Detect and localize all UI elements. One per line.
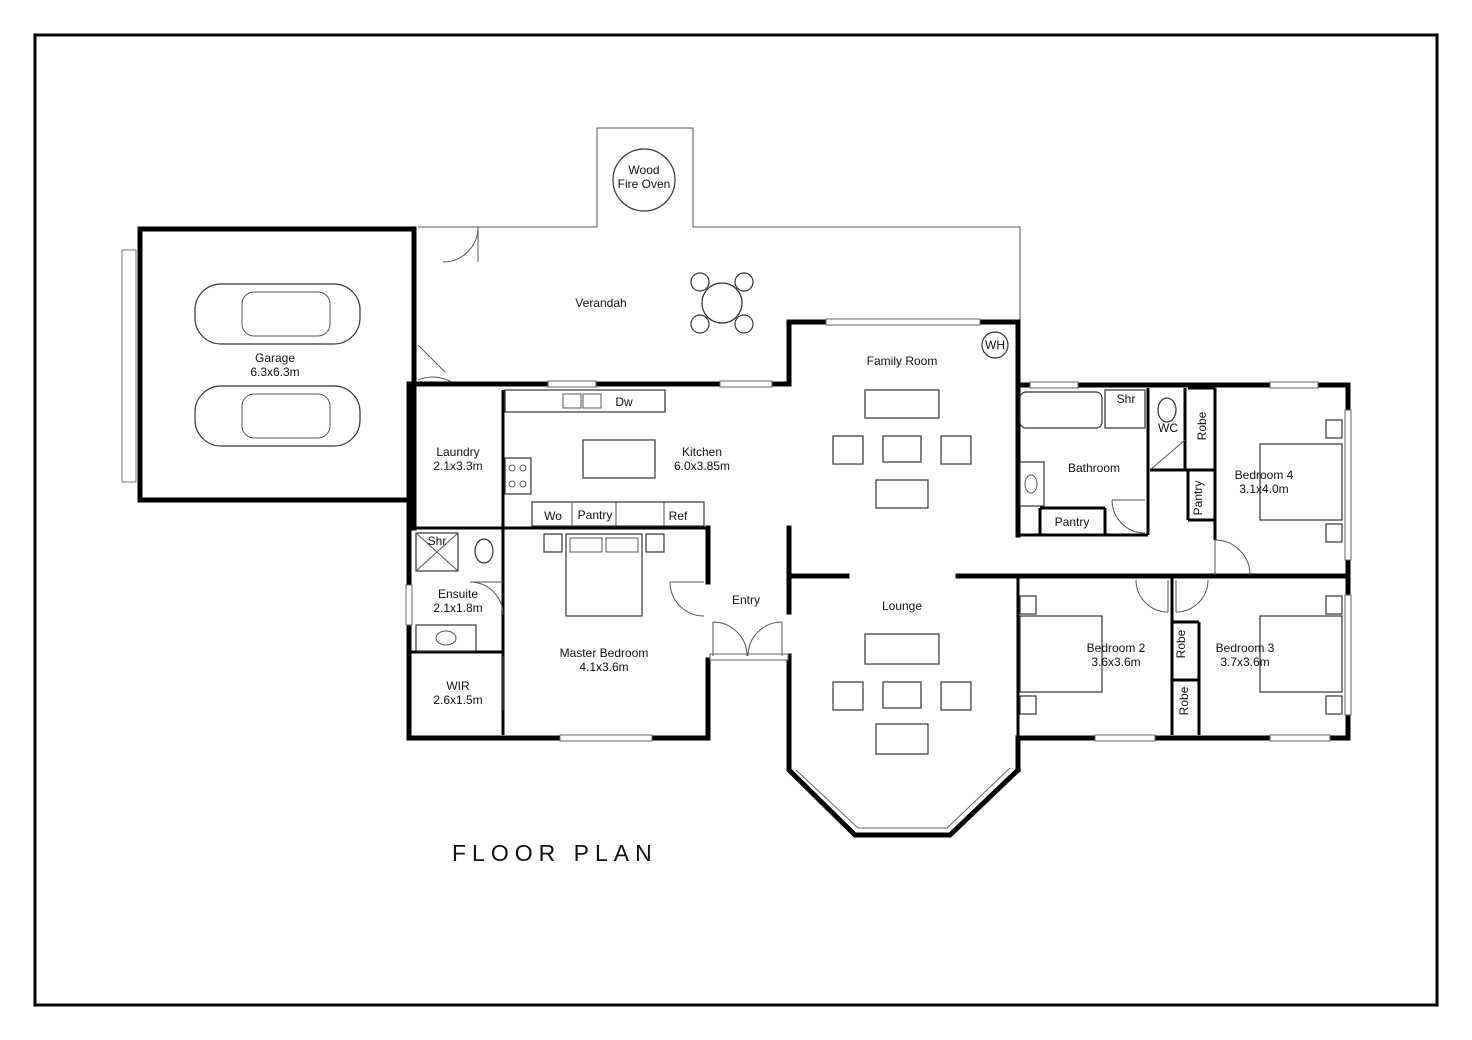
bedroom4-label: Bedroom 4: [1235, 468, 1294, 482]
kitchen-island: [582, 439, 656, 479]
ref-label: Ref: [669, 509, 688, 523]
entry-door-icon: [709, 621, 789, 661]
bathroom-shr-label: Shr: [1117, 392, 1136, 406]
oven-label: Wood: [628, 163, 659, 177]
windows: [405, 318, 1352, 742]
garage-size: 6.3x6.3m: [250, 365, 299, 379]
wc-label: WC: [1158, 421, 1178, 435]
verandah-label: Verandah: [575, 296, 626, 310]
wood-fire-oven-icon: [612, 148, 676, 212]
sofa-icon: [864, 633, 940, 665]
garage-door-icon: [417, 344, 457, 386]
kitchen-fixtures: [504, 389, 705, 527]
bathroom-label: Bathroom: [1068, 461, 1120, 475]
plan-title: FLOOR PLAN: [452, 840, 658, 866]
vanity-icon: [415, 624, 477, 652]
bathroom-pantry-label: Pantry: [1055, 515, 1090, 529]
coffee-table: [882, 435, 922, 463]
bed-icon: [565, 533, 643, 617]
bedroom-furniture: [1019, 419, 1343, 715]
laundry-label: Laundry: [436, 445, 479, 459]
water-heater-icon: [981, 331, 1009, 359]
sink-icon: [562, 393, 582, 409]
ensuite-size: 2.1x1.8m: [433, 601, 482, 615]
kitchen-pantry-label: Pantry: [578, 508, 613, 522]
kitchen-bench-lower: [531, 501, 705, 527]
bedroom2-size: 3.6x3.6m: [1091, 655, 1140, 669]
kitchen-size: 6.0x3.85m: [674, 459, 730, 473]
bath-icon: [1019, 391, 1103, 429]
master-bedroom-furniture: [543, 533, 665, 617]
room-labels: Wood Fire Oven Verandah Garage 6.3x6.3m …: [250, 163, 1293, 715]
cooktop-icon: [504, 457, 532, 495]
toilet-icon: [1157, 397, 1177, 423]
hall-pantry-label: Pantry: [1191, 481, 1205, 516]
robe-bed4-label: Robe: [1195, 411, 1209, 440]
lounge-bay-window: [786, 737, 1022, 838]
ensuite-shr-label: Shr: [428, 534, 447, 548]
page-border: [33, 33, 1439, 1007]
vanity-icon: [1019, 461, 1045, 507]
garage: [121, 226, 417, 503]
bed-icon: [1259, 443, 1343, 521]
sofa-icon: [864, 389, 940, 419]
laundry-size: 2.1x3.3m: [433, 459, 482, 473]
verandah-outline: [418, 127, 1021, 320]
family-room-label: Family Room: [867, 354, 938, 368]
bathroom-fixtures: [1019, 389, 1177, 507]
robe-bed3-label: Robe: [1177, 686, 1191, 715]
garage-label: Garage: [255, 351, 295, 365]
bed-icon: [1259, 615, 1343, 693]
car-icon: [194, 385, 361, 447]
master-bedroom-label: Master Bedroom: [560, 646, 649, 660]
entry-label: Entry: [732, 593, 760, 607]
wir-label: WIR: [446, 679, 470, 693]
wir-size: 2.6x1.5m: [433, 693, 482, 707]
outdoor-table-icon: [690, 272, 754, 334]
family-room-furniture: [832, 331, 1009, 509]
bedroom3-label: Bedroom 3: [1216, 641, 1275, 655]
car-icon: [194, 283, 361, 345]
lounge-label: Lounge: [882, 599, 922, 613]
robe-bed2-label: Robe: [1174, 629, 1188, 658]
toilet-icon: [474, 538, 494, 564]
lounge-furniture: [832, 633, 972, 755]
coffee-table: [882, 681, 922, 709]
kitchen-bench: [504, 389, 666, 413]
shower-icon: [1104, 389, 1146, 429]
verandah-door-icon: [442, 226, 479, 263]
bedroom2-label: Bedroom 2: [1087, 641, 1146, 655]
oven-label: Fire Oven: [618, 177, 671, 191]
doors: [469, 439, 1251, 710]
bedroom4-size: 3.1x4.0m: [1239, 482, 1288, 496]
ensuite-fixtures: [415, 532, 494, 652]
dw-label: Dw: [615, 395, 633, 409]
ensuite-label: Ensuite: [438, 587, 478, 601]
wh-label: WH: [985, 338, 1005, 352]
bed-icon: [1019, 615, 1103, 693]
wo-label: Wo: [544, 509, 562, 523]
bedroom3-size: 3.7x3.6m: [1220, 655, 1269, 669]
master-bedroom-size: 4.1x3.6m: [579, 660, 628, 674]
kitchen-label: Kitchen: [682, 445, 722, 459]
